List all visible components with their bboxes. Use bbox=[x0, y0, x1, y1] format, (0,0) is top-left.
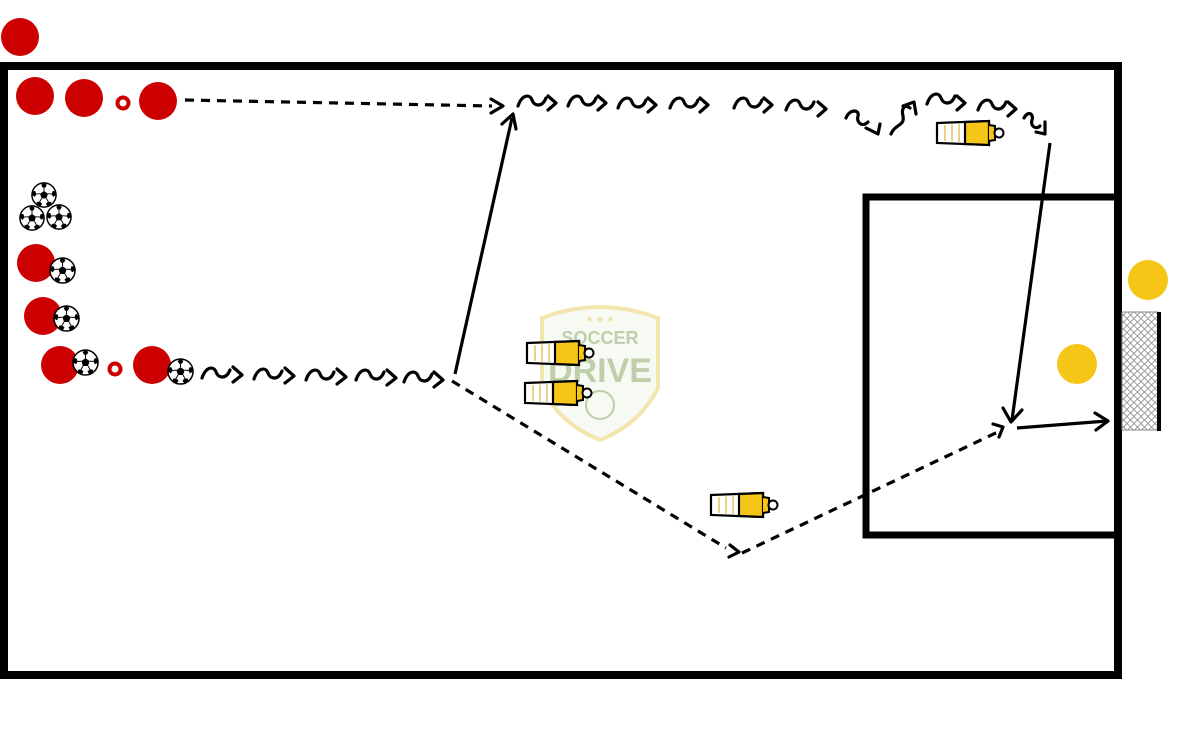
player-icon bbox=[139, 82, 177, 120]
ball-icon bbox=[168, 359, 193, 384]
goalkeeper-icon bbox=[1057, 344, 1097, 384]
ball-icon bbox=[54, 306, 79, 331]
watermark-stars: ★ ★ ★ bbox=[585, 314, 614, 324]
player-icon bbox=[1, 18, 39, 56]
ball-icon bbox=[32, 183, 56, 207]
ball-icon bbox=[20, 206, 44, 230]
goal-net-icon bbox=[1122, 312, 1159, 431]
ball-icon bbox=[73, 350, 98, 375]
player-icon bbox=[133, 346, 171, 384]
player-icon bbox=[16, 77, 54, 115]
mannequin-icon bbox=[711, 493, 778, 517]
goalkeeper-icon bbox=[1128, 260, 1168, 300]
player-icon bbox=[17, 244, 55, 282]
player-icon bbox=[65, 79, 103, 117]
soccer-drive-watermark: ★ ★ ★ SOCCER DRIVE bbox=[542, 307, 658, 440]
cone-icon bbox=[110, 364, 121, 375]
ball-icon bbox=[47, 205, 71, 229]
cone-icon bbox=[118, 98, 129, 109]
dribble-path-lower bbox=[202, 367, 443, 387]
ball-icon bbox=[50, 258, 75, 283]
mannequin-icon bbox=[937, 121, 1004, 145]
